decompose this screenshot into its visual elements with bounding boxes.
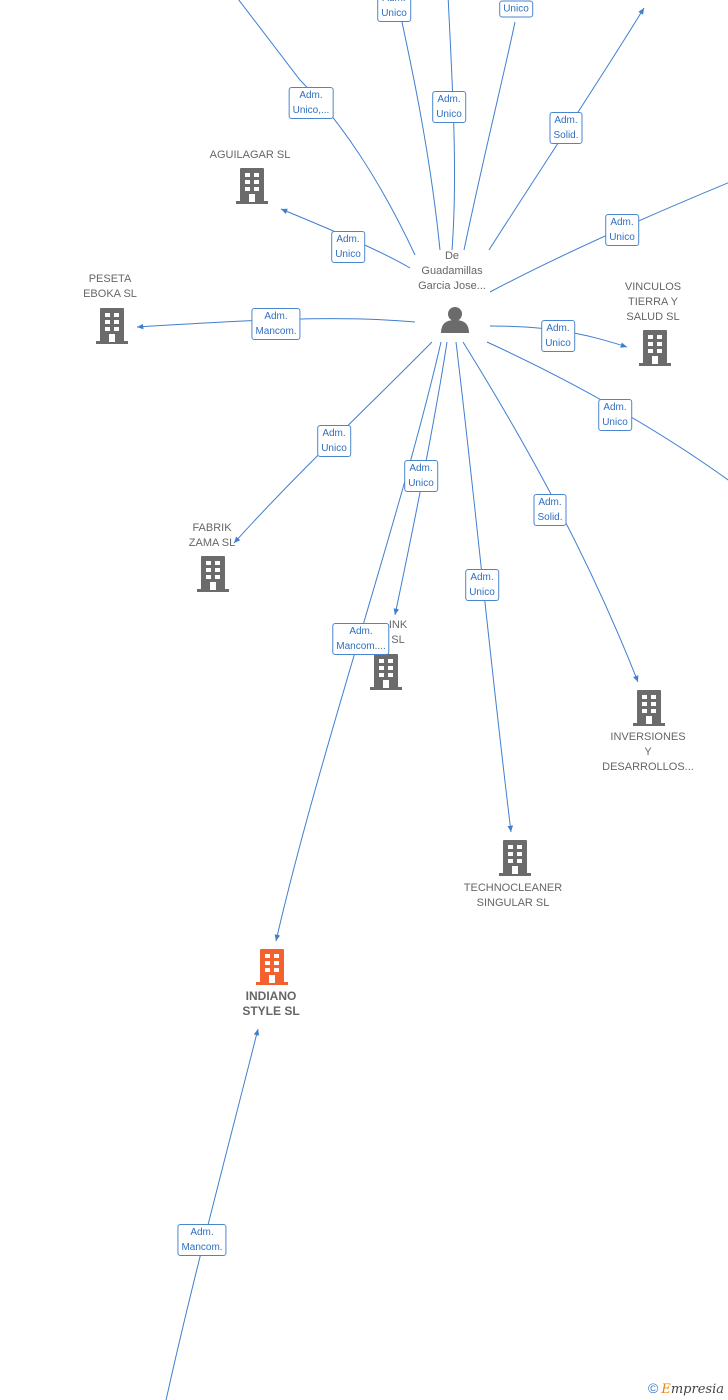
edge-e-indiano-bottom <box>165 1028 260 1400</box>
edge-label-line: Adm. <box>264 311 288 322</box>
edge-label-e-right-lower[interactable]: Adm. Unico <box>598 399 632 431</box>
company-label-line: INK <box>388 619 408 631</box>
company-label-line: SALUD SL <box>626 311 680 323</box>
edge-label-e-top2[interactable]: Unico <box>499 0 533 18</box>
building-icon[interactable] <box>633 690 665 726</box>
edge-label-line: Unico,... <box>292 105 330 116</box>
edge-label-line: Adm. <box>409 463 433 474</box>
edge-label-e-indiano-bottom[interactable]: Adm. Mancom. <box>177 1224 227 1256</box>
edge-label-line: Adm. <box>349 626 373 637</box>
edge-label-line: Unico <box>335 249 361 260</box>
edge-label-line: Unico <box>545 338 571 349</box>
edge-label-line: Unico <box>609 232 635 243</box>
company-label-line: Y <box>644 746 652 758</box>
edge-label-line: Unico <box>381 8 407 19</box>
edge-label-e-peseta[interactable]: Adm. Mancom. <box>251 308 301 340</box>
edge-label-line: Adm. <box>299 90 323 101</box>
company-label-fabrik[interactable]: FABRIK ZAMA SL <box>189 521 235 551</box>
building-icon[interactable] <box>96 308 128 344</box>
person-label-line: Guadamillas <box>421 265 483 277</box>
edge-label-line: Unico <box>469 587 495 598</box>
company-label-link[interactable]: INK SL <box>389 618 407 648</box>
edge-label-line: Adm. <box>603 402 627 413</box>
edge-label-e-aguilagar[interactable]: Adm. Unico <box>331 231 365 263</box>
company-label-line: AGUILAGAR SL <box>209 149 291 161</box>
company-label-vinculos[interactable]: VINCULOS TIERRA Y SALUD SL <box>625 280 681 325</box>
person-icon[interactable] <box>441 307 469 333</box>
company-label-peseta[interactable]: PESETA EBOKA SL <box>83 272 137 302</box>
company-label-technocleaner[interactable]: TECHNOCLEANER SINGULAR SL <box>464 881 562 911</box>
building-icon[interactable] <box>499 840 531 876</box>
edge-label-line: Mancom. <box>181 1242 223 1253</box>
edge-label-line: Unico <box>408 478 434 489</box>
edge-label-line: Solid. <box>537 512 563 523</box>
edge-e-unico-trunc <box>238 0 416 256</box>
edge-label-line: Mancom. <box>255 326 297 337</box>
edge-e-unico-mid <box>447 0 456 251</box>
person-label-line: Garcia Jose... <box>418 280 486 292</box>
company-label-line: PESETA <box>88 273 132 285</box>
brand-logo: Empresia <box>661 1382 724 1397</box>
edge-e-top1 <box>401 21 441 251</box>
edge-label-line: Adm. <box>554 115 578 126</box>
building-icon[interactable] <box>236 168 268 204</box>
edge-label-line: Adm. <box>437 94 461 105</box>
brand-watermark: ©Empresia <box>648 1380 724 1397</box>
company-label-line: INDIANO <box>245 989 297 1003</box>
edge-label-line: Adm. <box>381 0 407 6</box>
edge-label-e-technocleaner[interactable]: Adm. Unico <box>465 569 499 601</box>
edge-label-e-top1[interactable]: Adm. Unico <box>377 0 411 22</box>
edge-label-line: Adm. <box>538 497 562 508</box>
company-label-line: STYLE SL <box>242 1004 300 1018</box>
company-label-line: TECHNOCLEANER <box>463 882 563 894</box>
edge-label-line: Adm. <box>546 323 570 334</box>
company-label-line: ZAMA SL <box>188 537 236 549</box>
edge-label-line: Adm. <box>190 1227 214 1238</box>
edge-label-e-indiano[interactable]: Adm. Mancom.... <box>332 623 390 655</box>
edge-label-line: Unico <box>321 443 347 454</box>
edge-label-e-unico-mid[interactable]: Adm. Unico <box>432 91 466 123</box>
company-label-line: SL <box>391 634 405 646</box>
company-label-line: INVERSIONES <box>610 731 686 743</box>
edge-label-e-solid-top[interactable]: Adm. Solid. <box>549 112 583 144</box>
edge-label-line: Adm. <box>470 572 494 583</box>
edge-label-line: Unico <box>436 109 462 120</box>
building-icon[interactable] <box>197 556 229 592</box>
edge-label-e-vinculos[interactable]: Adm. Unico <box>541 320 575 352</box>
edge-label-line: Unico <box>602 417 628 428</box>
company-label-inversiones[interactable]: INVERSIONES Y DESARROLLOS... <box>602 730 694 775</box>
company-label-line: FABRIK <box>192 522 232 534</box>
edge-label-line: Adm. <box>322 428 346 439</box>
person-label-line: De <box>444 250 460 262</box>
edge-label-line: Adm. <box>610 217 634 228</box>
edge-label-line: Adm. <box>336 234 360 245</box>
edge-label-line: Solid. <box>553 130 579 141</box>
building-icon[interactable] <box>256 949 288 985</box>
edge-label-e-link[interactable]: Adm. Unico <box>404 460 438 492</box>
edge-label-line: Unico <box>503 3 529 15</box>
building-icon[interactable] <box>370 654 402 690</box>
edge-label-e-inversiones[interactable]: Adm. Solid. <box>533 494 567 526</box>
company-label-line: SINGULAR SL <box>476 897 550 909</box>
edge-label-e-unico-trunc[interactable]: Adm. Unico,... <box>288 87 334 119</box>
edge-label-e-fabrik[interactable]: Adm. Unico <box>317 425 351 457</box>
company-label-line: DESARROLLOS... <box>602 761 694 773</box>
copyright-symbol: © <box>648 1380 659 1396</box>
company-label-line: EBOKA SL <box>83 288 137 300</box>
company-label-line: VINCULOS <box>624 281 682 293</box>
company-label-aguilagar[interactable]: AGUILAGAR SL <box>210 148 291 163</box>
edge-e-top2 <box>463 21 516 251</box>
building-icon[interactable] <box>639 330 671 366</box>
company-label-line: TIERRA Y <box>628 296 678 308</box>
edge-label-line: Mancom.... <box>336 641 386 652</box>
edge-label-e-right-upper[interactable]: Adm. Unico <box>605 214 639 246</box>
